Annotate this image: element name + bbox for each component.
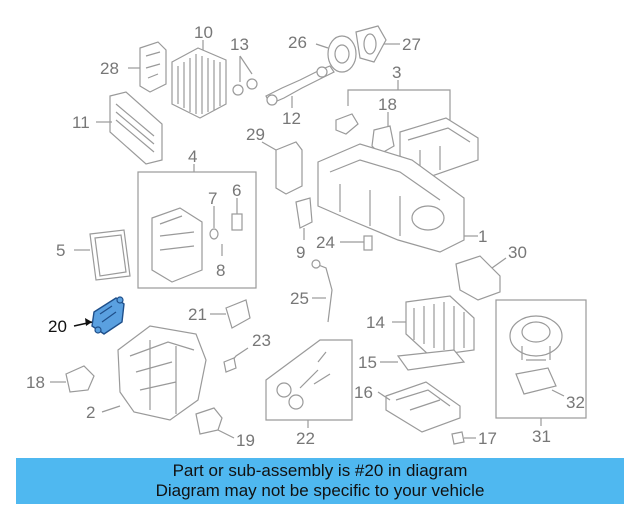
part-23-lever [223, 347, 249, 373]
callout-21[interactable]: 21 [188, 305, 207, 324]
group-box-4 [137, 171, 257, 289]
callout-27[interactable]: 27 [402, 35, 421, 54]
part-30-duct [455, 255, 507, 301]
callout-23[interactable]: 23 [252, 331, 271, 350]
callout-15[interactable]: 15 [358, 353, 377, 372]
part-9-cover [295, 197, 313, 240]
part-25-drain-hose [311, 259, 333, 323]
callout-14[interactable]: 14 [366, 313, 385, 332]
callout-29[interactable]: 29 [246, 125, 265, 144]
group-box-22 [265, 339, 353, 421]
info-banner: Part or sub-assembly is #20 in diagram D… [16, 458, 624, 504]
callout-4[interactable]: 4 [188, 147, 197, 166]
part-sensor [335, 113, 359, 135]
part-29-bracket [261, 141, 303, 195]
part-15-rail [380, 349, 466, 371]
part-26-gasket [315, 35, 357, 73]
part-6-sensor [231, 198, 243, 231]
part-21-bracket [210, 299, 251, 329]
callout-3[interactable]: 3 [392, 63, 401, 82]
callout-1[interactable]: 1 [478, 227, 487, 246]
callout-20[interactable]: 20 [48, 317, 67, 336]
banner-line-1: Part or sub-assembly is #20 in diagram [172, 461, 468, 480]
callout-28[interactable]: 28 [100, 59, 119, 78]
callout-20-leader [73, 318, 93, 327]
callout-3-leader [347, 80, 451, 130]
callout-24[interactable]: 24 [316, 233, 335, 252]
callout-2[interactable]: 2 [86, 403, 95, 422]
part-1-hvac-housing [317, 143, 478, 253]
callout-6[interactable]: 6 [232, 181, 241, 200]
callout-7[interactable]: 7 [208, 189, 217, 208]
part-14-filter [392, 295, 475, 357]
callout-10[interactable]: 10 [194, 23, 213, 42]
callout-8[interactable]: 8 [216, 261, 225, 280]
part-20-highlighted-actuator[interactable] [91, 296, 125, 335]
callout-16[interactable]: 16 [354, 383, 373, 402]
part-13-fittings [232, 55, 258, 96]
part-16-tray [377, 381, 461, 433]
part-12-ac-line [265, 65, 335, 108]
part-5-cabin-filter [74, 229, 131, 281]
callout-31[interactable]: 31 [532, 427, 551, 446]
callout-18-lower[interactable]: 18 [26, 373, 45, 392]
parts-diagram: 28 10 11 13 26 27 12 [26, 23, 587, 450]
part-7-seal [209, 206, 219, 240]
part-31-blower-motor [509, 315, 563, 361]
part-11-heater-core [96, 91, 163, 165]
part-19-actuator [195, 407, 235, 439]
callout-30[interactable]: 30 [508, 243, 527, 262]
callout-11[interactable]: 11 [72, 113, 90, 132]
callout-9[interactable]: 9 [296, 243, 305, 262]
part-28-bracket [128, 41, 167, 93]
callout-32[interactable]: 32 [566, 393, 585, 412]
part-27-gasket [355, 25, 400, 63]
part-3-evaporator-case [399, 117, 479, 177]
part-22-linkage [276, 351, 331, 410]
callout-12[interactable]: 12 [282, 109, 301, 128]
part-18-actuator-upper [371, 112, 395, 155]
part-4-heater-module [151, 207, 203, 283]
callout-18-upper[interactable]: 18 [378, 95, 397, 114]
callout-17[interactable]: 17 [478, 429, 497, 448]
part-24-bolt [340, 235, 373, 251]
part-10-filter [171, 40, 227, 119]
banner-line-2: Diagram may not be specific to your vehi… [155, 481, 485, 500]
callout-22[interactable]: 22 [296, 429, 315, 448]
callout-5[interactable]: 5 [56, 241, 65, 260]
part-18-actuator-lower [50, 365, 95, 393]
part-32-resistor [515, 367, 565, 397]
part-17-clip [451, 431, 476, 445]
callout-25[interactable]: 25 [290, 289, 309, 308]
callout-19[interactable]: 19 [236, 431, 255, 450]
callout-13[interactable]: 13 [230, 35, 249, 54]
part-2-lower-housing [101, 325, 207, 421]
callout-26[interactable]: 26 [288, 33, 307, 52]
